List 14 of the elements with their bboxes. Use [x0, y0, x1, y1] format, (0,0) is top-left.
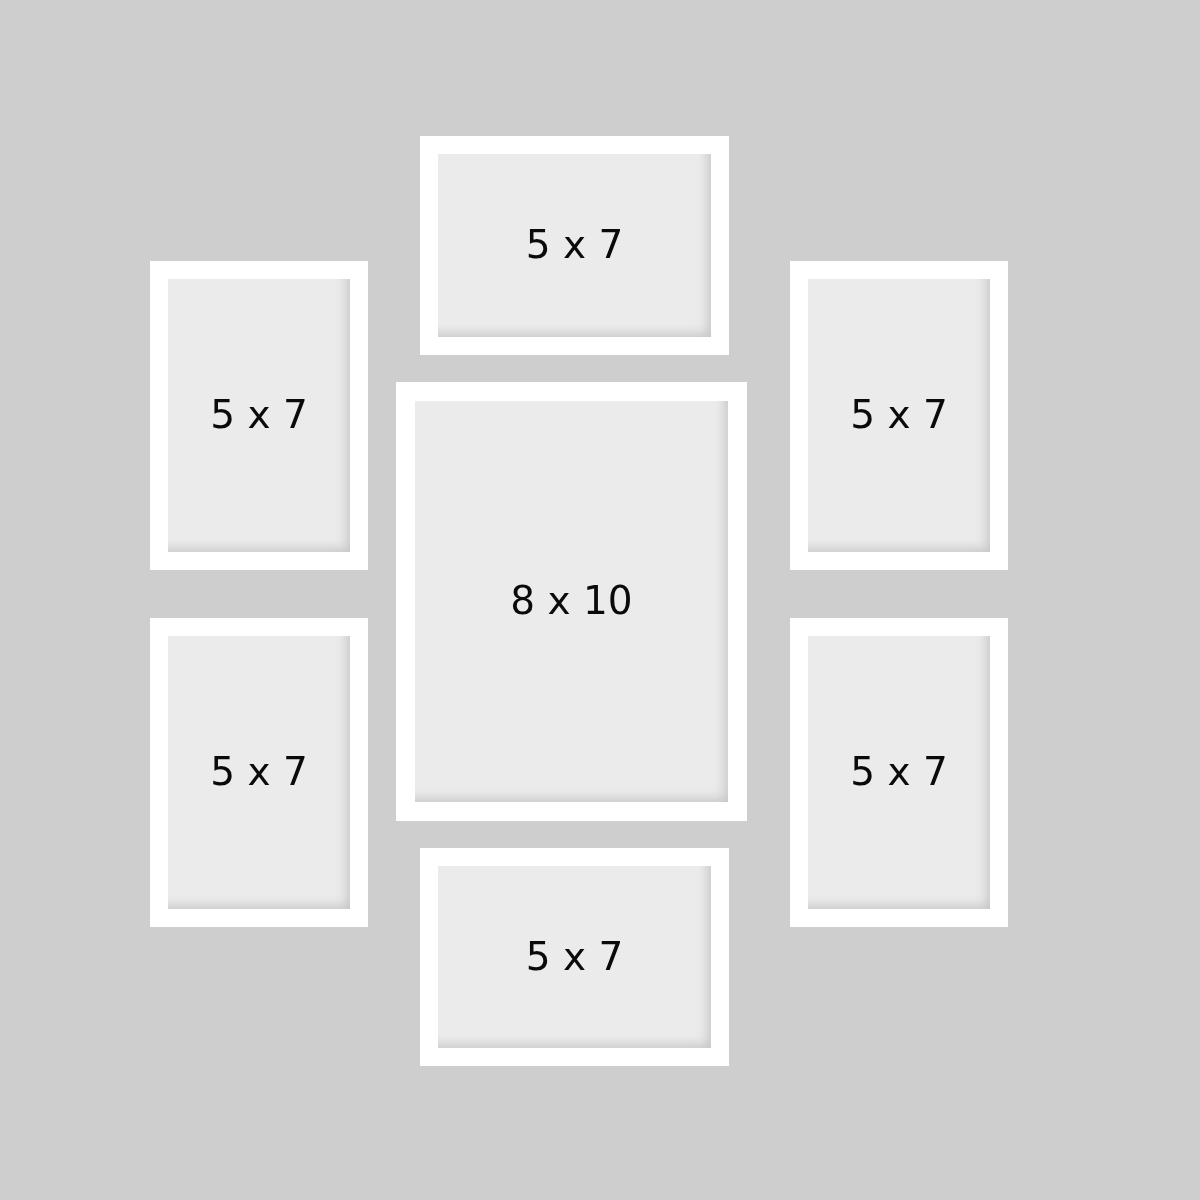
frame-size-label: 5 x 7	[210, 393, 308, 438]
picture-frame	[420, 136, 729, 355]
frame-size-label: 8 x 10	[510, 579, 633, 624]
frame-size-label: 5 x 7	[850, 393, 948, 438]
picture-frame	[150, 261, 368, 570]
picture-frame	[396, 382, 747, 821]
frame-size-label: 5 x 7	[210, 750, 308, 795]
picture-frame	[790, 618, 1008, 927]
picture-frame	[790, 261, 1008, 570]
frame-size-label: 5 x 7	[525, 934, 624, 980]
picture-frame	[150, 618, 368, 927]
picture-frame	[420, 848, 729, 1066]
frame-size-label: 5 x 7	[525, 223, 624, 268]
frame-size-label: 5 x 7	[850, 750, 948, 795]
